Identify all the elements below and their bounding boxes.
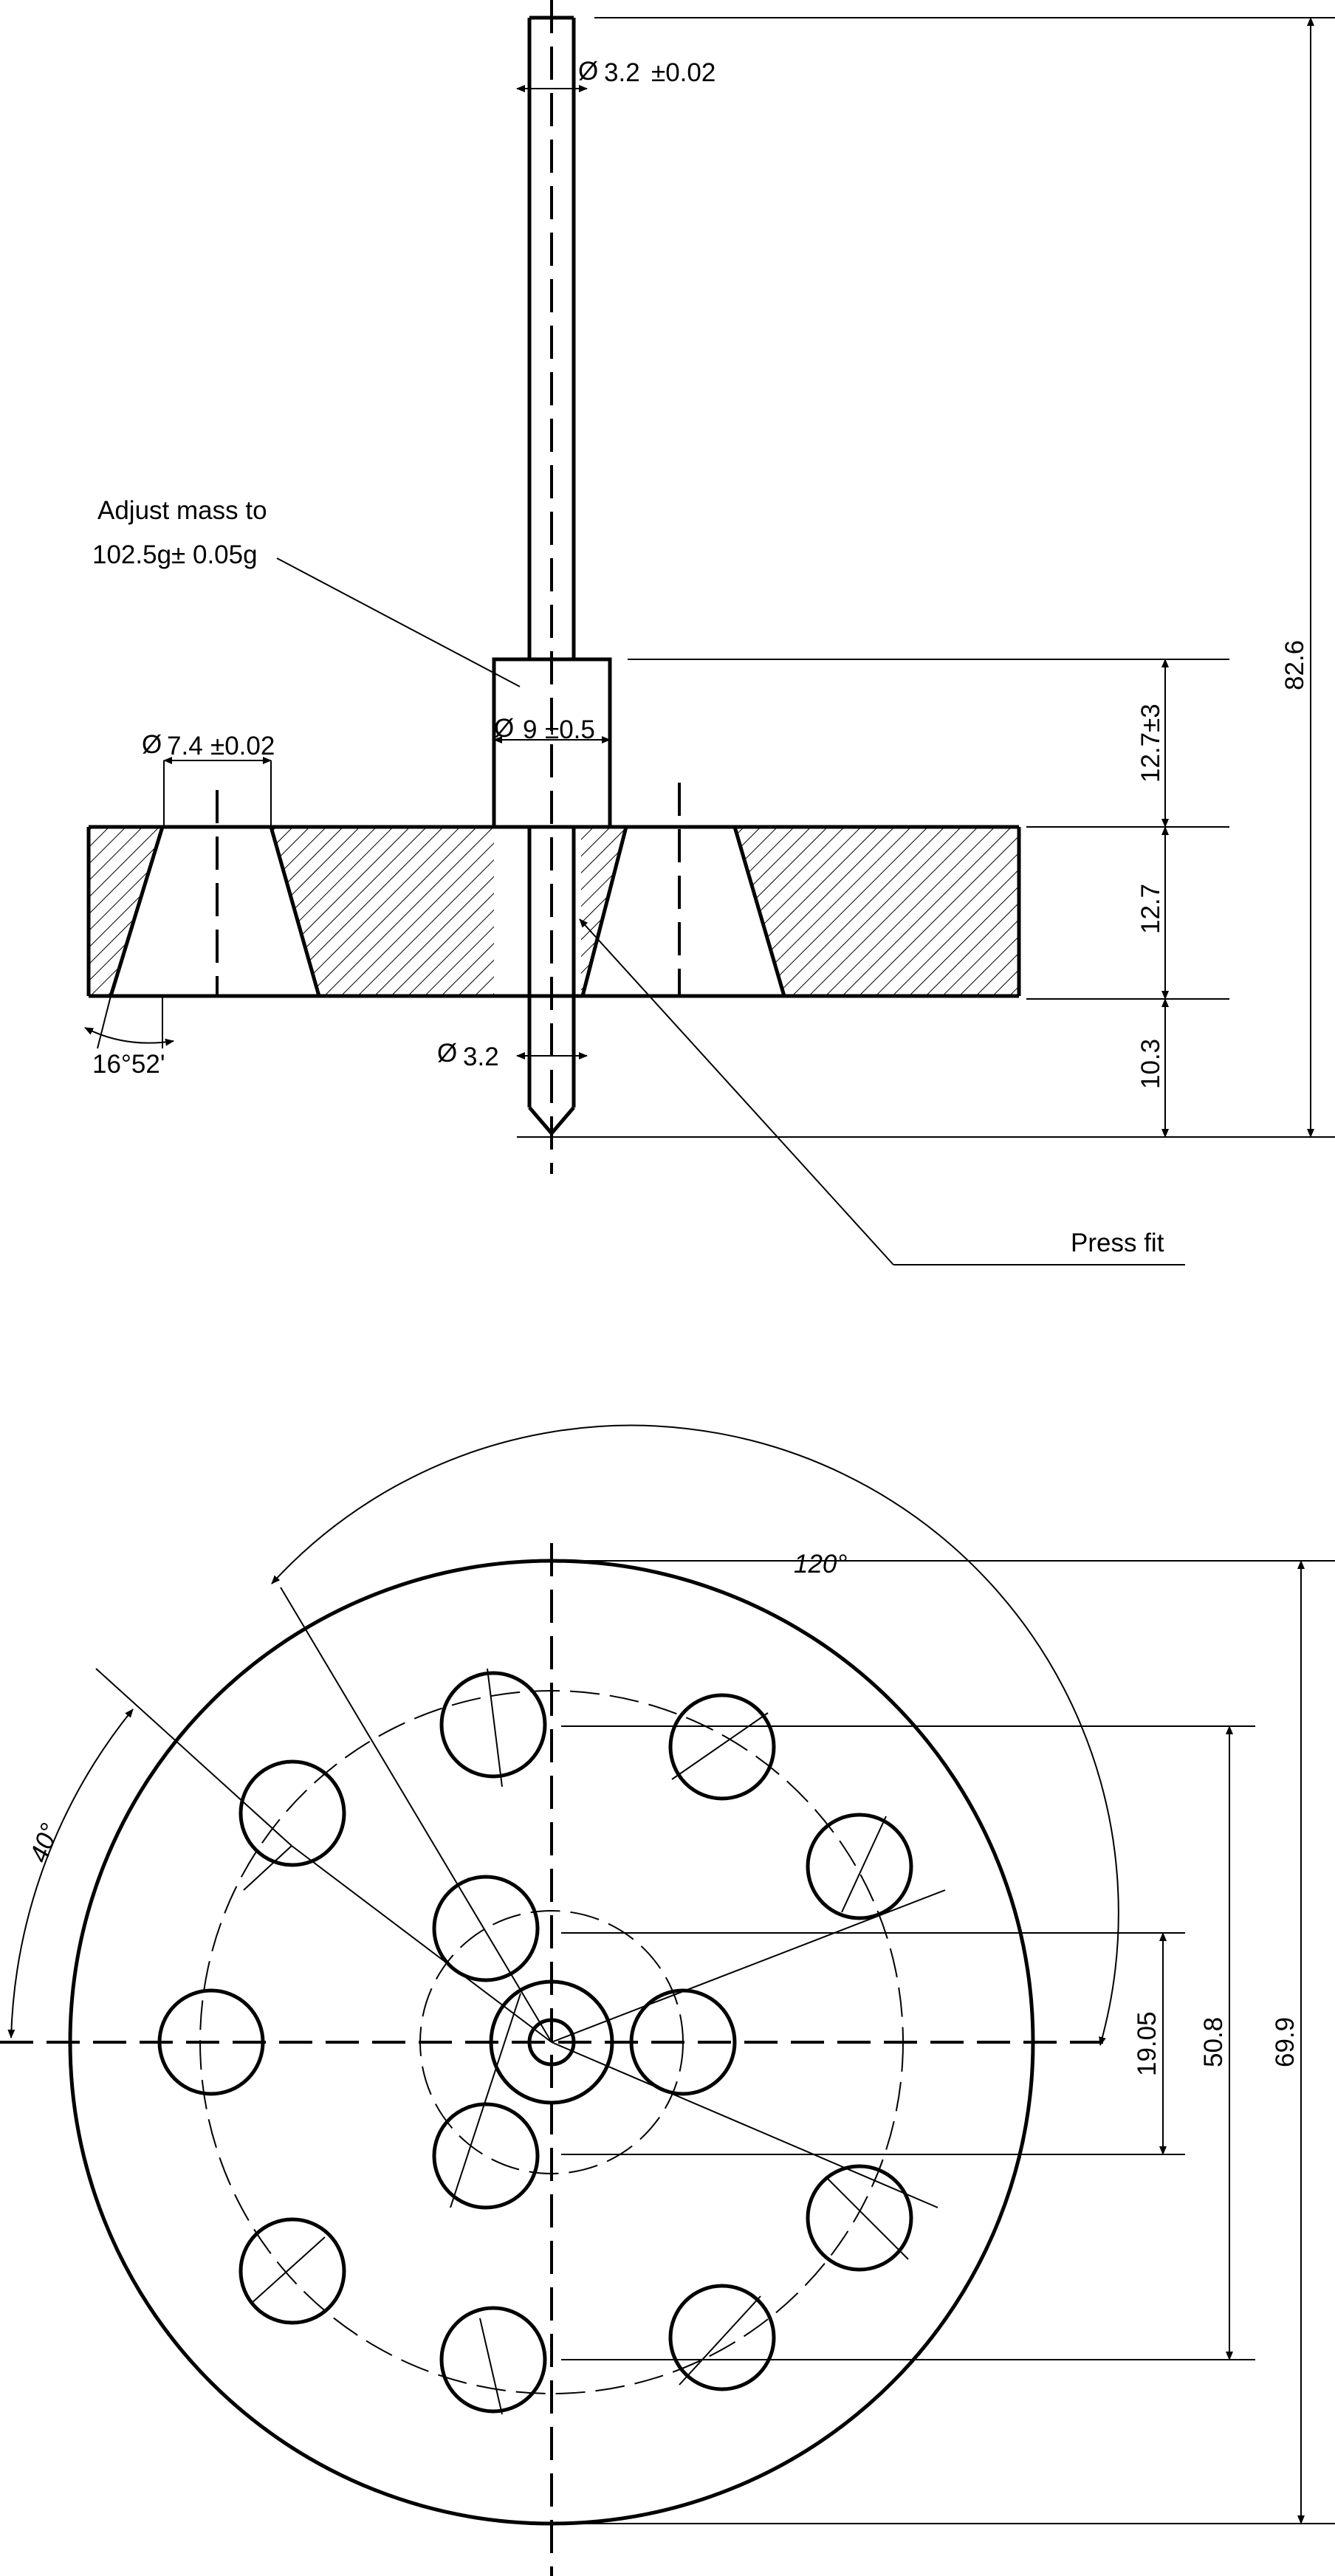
- press-fit-label: Press fit: [1071, 1229, 1164, 1257]
- taper-angle-value: 16°52': [92, 1050, 165, 1079]
- pin-diameter-value: 3.2: [604, 58, 640, 87]
- press-fit-note: Press fit: [579, 918, 1185, 1265]
- radial-construction-lines: [95, 1587, 946, 2415]
- dim-overall-height: 82.6: [1280, 640, 1309, 690]
- tip-diameter-value: 3.2: [463, 1043, 499, 1071]
- disc-section-hatching: [89, 827, 1019, 996]
- pin-diameter-tolerance: ±0.02: [651, 58, 715, 87]
- collar-diameter-dimension: Ø 9 ±0.5: [493, 714, 611, 744]
- hole-diameter-value: 7.4: [167, 732, 203, 760]
- collar-diameter-tolerance: ±0.5: [545, 715, 595, 744]
- angle-120-value: 120°: [794, 1550, 847, 1579]
- mass-note-line1: Adjust mass to: [97, 496, 267, 525]
- side-view: Ø 3.2 ±0.02 Adjust mass to 102.5g± 0.05g…: [84, 0, 1335, 1265]
- plan-view: 120° 40° 19.05 50.8 69.9: [0, 1424, 1335, 2576]
- taper-angle-dimension: 16°52': [84, 995, 174, 1079]
- mass-note-line2: 102.5g± 0.05g: [92, 540, 258, 569]
- hole-diameter-dimension: Ø 7.4 ±0.02: [142, 730, 275, 827]
- angle-120-dimension: 120°: [271, 1424, 1119, 2046]
- angle-40-value: 40°: [24, 1820, 65, 1866]
- svg-text:Ø: Ø: [142, 730, 162, 759]
- hole-diameter-tolerance: ±0.02: [210, 732, 275, 760]
- svg-text:Ø: Ø: [437, 1039, 457, 1068]
- diameter-symbol: Ø: [578, 57, 598, 86]
- dim-outer-pcd: 50.8: [1199, 2017, 1228, 2067]
- tip-diameter-dimension: Ø 3.2: [437, 1039, 588, 1071]
- dim-collar-height: 12.7±3: [1136, 704, 1165, 783]
- plan-vertical-dimensions: 19.05 50.8 69.9: [561, 1560, 1335, 2524]
- side-vertical-dimensions: 12.7±3 12.7 10.3 82.6: [517, 17, 1335, 1138]
- pin-diameter-dimension: Ø 3.2 ±0.02: [516, 57, 715, 92]
- collar-diameter-value: 9: [523, 715, 537, 744]
- dim-disc-thickness: 12.7: [1136, 884, 1165, 934]
- dim-inner-pcd: 19.05: [1133, 2011, 1161, 2076]
- mass-note: Adjust mass to 102.5g± 0.05g: [92, 496, 521, 687]
- svg-text:Ø: Ø: [494, 714, 514, 743]
- dim-tip-length: 10.3: [1136, 1039, 1165, 1089]
- dim-disc-diameter: 69.9: [1271, 2017, 1300, 2067]
- svg-text:Ø: Ø: [578, 57, 598, 86]
